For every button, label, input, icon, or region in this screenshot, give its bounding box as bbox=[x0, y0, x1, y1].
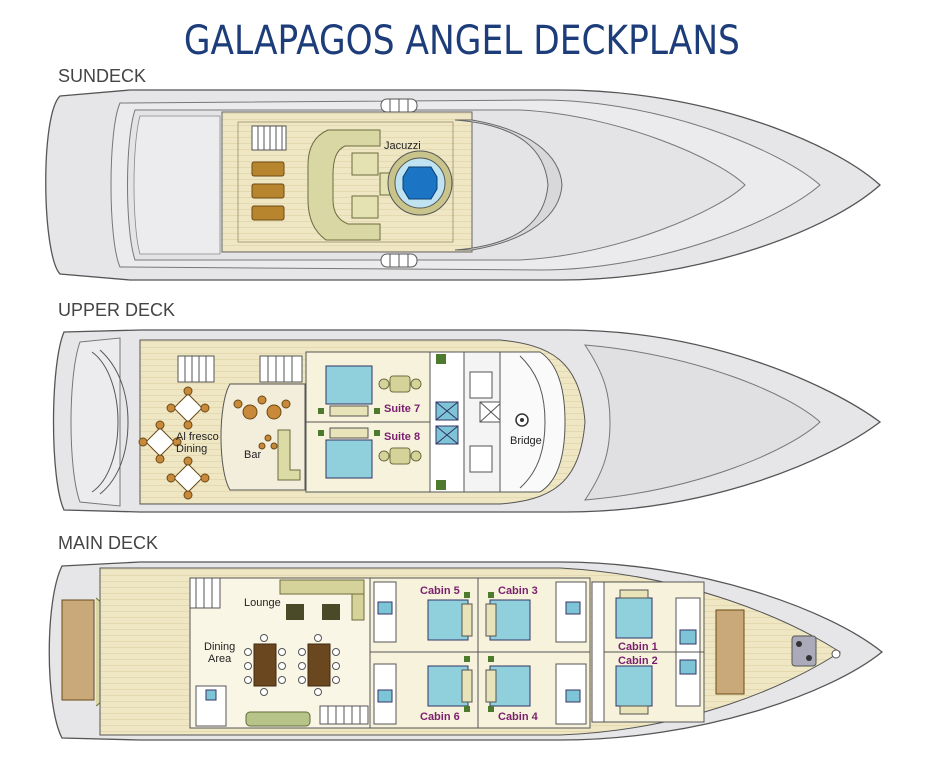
suite7-label: Suite 7 bbox=[384, 403, 420, 415]
jacuzzi bbox=[387, 150, 453, 216]
dining-tables bbox=[244, 634, 340, 696]
suite8-label: Suite 8 bbox=[384, 431, 420, 443]
bridge-label: Bridge bbox=[510, 435, 542, 447]
sun-loungers bbox=[251, 161, 285, 221]
cabin1-label: Cabin 1 bbox=[618, 641, 658, 653]
cabin3-label: Cabin 3 bbox=[498, 585, 538, 597]
main-deck-label: MAIN DECK bbox=[58, 533, 159, 553]
dining-label-1: Dining bbox=[204, 641, 235, 653]
suite-beds bbox=[325, 365, 373, 479]
cabin6-label: Cabin 6 bbox=[420, 711, 460, 723]
dining-label-2: Area bbox=[208, 653, 232, 665]
cabin2-label: Cabin 2 bbox=[618, 655, 658, 667]
sundeck-plan: Jacuzzi bbox=[45, 89, 881, 281]
sundeck-label: SUNDECK bbox=[58, 66, 147, 86]
upper-deck-label: UPPER DECK bbox=[58, 300, 176, 320]
page-title: GALAPAGOS ANGEL DECKPLANS bbox=[183, 18, 740, 64]
cabin-beds-main bbox=[427, 599, 531, 707]
bar-label: Bar bbox=[244, 449, 261, 461]
alfresco-label-2: Dining bbox=[176, 443, 207, 455]
main-deck-plan: Lounge Dining Area bbox=[48, 561, 884, 741]
alfresco-tables bbox=[138, 386, 210, 500]
alfresco-label-1: Al fresco bbox=[176, 431, 219, 443]
upper-deck-plan: Al fresco Dining Bar Suite 7 Suite 8 bbox=[52, 329, 882, 513]
cabin5-label: Cabin 5 bbox=[420, 585, 460, 597]
jacuzzi-label: Jacuzzi bbox=[384, 140, 421, 152]
lounge-label: Lounge bbox=[244, 597, 281, 609]
sundeck-stairs bbox=[251, 125, 287, 151]
cabin4-label: Cabin 4 bbox=[498, 711, 539, 723]
